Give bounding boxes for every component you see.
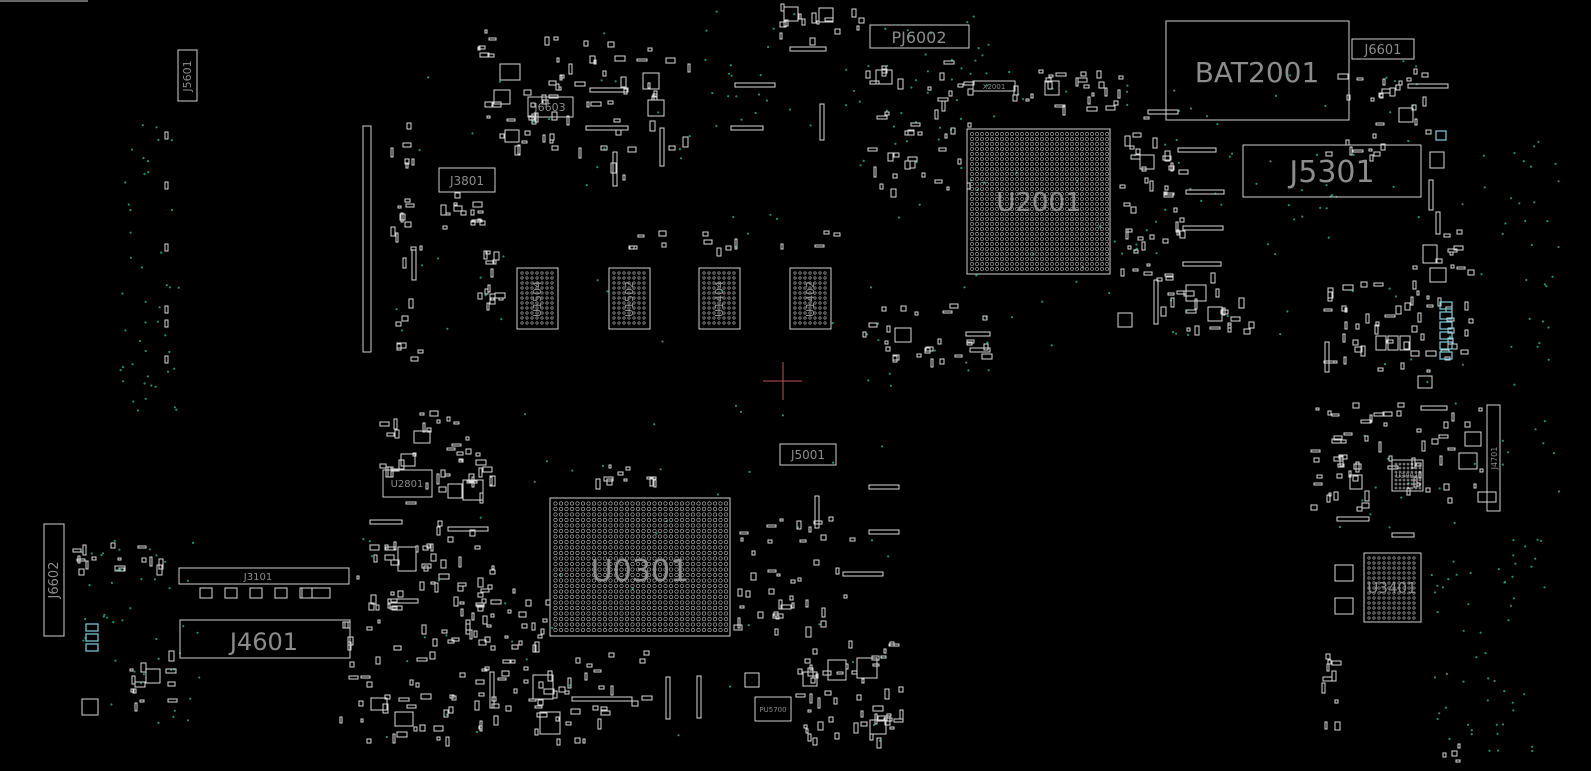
j4701-label: J4701 [1490,447,1499,471]
j4701-connector[interactable]: J4701 [1486,404,1501,512]
u2001-chip[interactable]: U2001 [966,128,1111,275]
j5601-label: J5601 [181,60,194,92]
vertical-connector-strip[interactable] [362,125,372,353]
u1504-label: U1504 [531,281,544,317]
cursor-crosshair [763,362,802,400]
j3801-connector[interactable]: J3801 [438,167,496,193]
bat2001-label: BAT2001 [1195,56,1320,89]
u1504-chip[interactable]: U1504 [516,267,559,330]
j4601-label: J4601 [228,628,298,656]
j6601-label: J6601 [1364,43,1402,58]
j6602-connector[interactable]: J6602 [43,523,65,637]
pu5700-label: PU5700 [759,706,786,714]
j3101-label: J3101 [243,572,272,583]
u1404-label: U1404 [713,281,726,317]
j5001-label: J5001 [790,448,825,462]
pj6002-connector[interactable]: PJ6002 [869,24,970,49]
x2001-label: X2001 [983,83,1006,91]
u0301-label: U0301 [591,554,689,589]
u1402-chip[interactable]: U1402 [789,267,832,330]
u1402-label: U1402 [804,281,817,317]
j4601-connector[interactable]: J4601 [179,619,351,659]
u3401-chip[interactable]: U3401 [1363,552,1422,623]
bat2001-component[interactable]: BAT2001 [1165,20,1350,121]
j3801-label: J3801 [449,174,484,188]
u2801-label: U2801 [391,479,424,490]
x2001-crystal[interactable]: X2001 [972,80,1016,92]
pu5700-chip[interactable]: PU5700 [754,696,792,722]
u3801-label: U3801 [1396,472,1419,480]
j5001-connector[interactable]: J5001 [779,443,837,466]
j6603-label: J6603 [533,101,565,114]
j6603-connector[interactable]: J6603 [527,96,574,118]
u1404-chip[interactable]: U1404 [698,267,741,330]
j5601-connector[interactable]: J5601 [177,49,198,102]
u3801-chip[interactable]: U3801 [1391,459,1424,492]
u1502-label: U1502 [623,281,636,317]
j6602-label: J6602 [47,562,62,600]
u2801-chip[interactable]: U2801 [382,469,433,498]
pj6002-label: PJ6002 [891,28,946,47]
u1502-chip[interactable]: U1502 [608,267,651,330]
u3401-label: U3401 [1367,579,1416,597]
u0301-chip[interactable]: U0301 [549,497,731,637]
j3101-connector[interactable]: J3101 [178,567,350,585]
j6601-connector[interactable]: J6601 [1351,38,1415,60]
j5301-label: J5301 [1287,155,1374,190]
u2001-label: U2001 [996,188,1081,218]
j5301-connector[interactable]: J5301 [1242,144,1422,198]
